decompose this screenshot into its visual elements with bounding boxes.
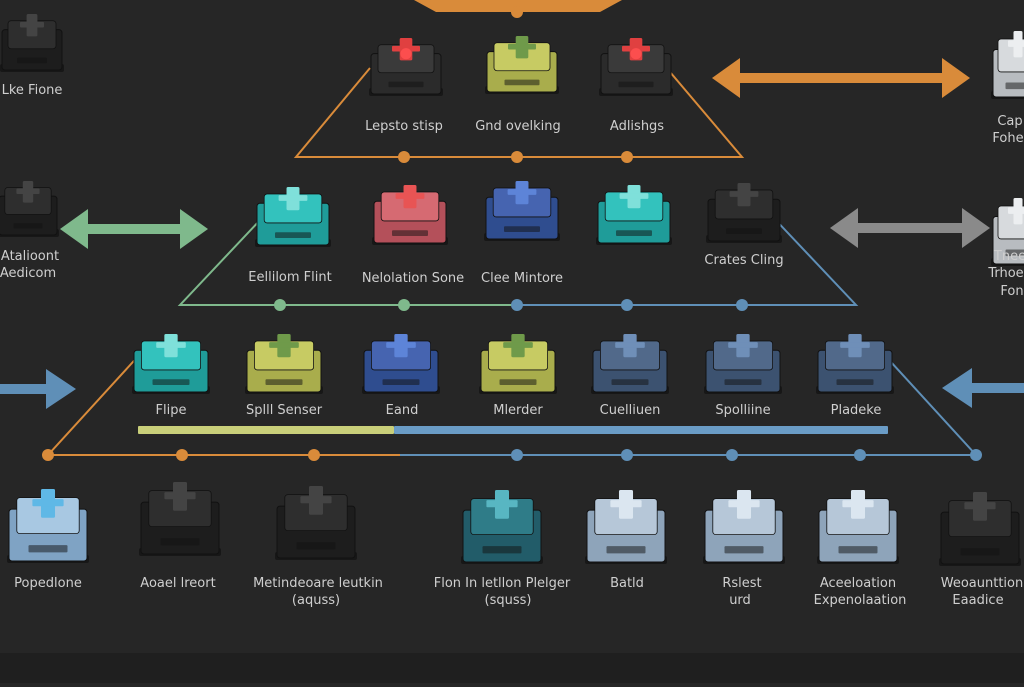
tier3-switch	[132, 334, 210, 394]
connector-node	[176, 449, 188, 461]
connector-node	[621, 151, 633, 163]
connector-node	[274, 299, 286, 311]
tier4-label: Popedlone	[14, 575, 82, 592]
tier4-switch	[703, 490, 785, 564]
tier4-label-sub: urd	[729, 592, 751, 609]
tier2-label: Clee Mintore	[481, 270, 563, 287]
connector-node	[970, 449, 982, 461]
bottom-strip	[0, 653, 1024, 683]
tier4-label: Flon In letllon Plelger	[434, 575, 571, 592]
tier4-label-sub: Eaadice	[952, 592, 1003, 609]
arrow-right-blue	[0, 369, 76, 409]
double-arrow-orange	[712, 58, 970, 98]
connector-node	[726, 449, 738, 461]
double-arrow-green	[60, 209, 208, 249]
tier4-label: Aceeloation	[820, 575, 896, 592]
switch-icons	[0, 14, 1024, 566]
connector-node	[398, 151, 410, 163]
tier4-switch	[461, 490, 543, 564]
split-bar-left	[138, 426, 394, 434]
edge-switch-left-top	[0, 14, 64, 72]
tier3-switch	[704, 334, 782, 394]
tier4-switch	[939, 492, 1021, 566]
connector-node	[854, 449, 866, 461]
edge-label-left-mid-2: Aedicom	[0, 265, 56, 282]
tier3-switch	[591, 334, 669, 394]
tier3-label: Cuelliuen	[600, 402, 661, 419]
connector-node	[308, 449, 320, 461]
tier3-label: Eand	[386, 402, 419, 419]
tier4-switch	[585, 490, 667, 564]
tier4-label-sub: Expenolaation	[814, 592, 907, 609]
tier4-label-sub: (squss)	[485, 592, 532, 609]
tier2-switch	[596, 185, 672, 245]
tier3-label: Spolliine	[715, 402, 770, 419]
tier4-switch	[275, 486, 357, 560]
connector-node	[398, 299, 410, 311]
tier4-label: Batld	[610, 575, 644, 592]
connector-node	[621, 299, 633, 311]
connector-node	[736, 299, 748, 311]
tier4-switch	[139, 482, 221, 556]
tier2-switch	[706, 183, 782, 243]
tier2-frame-right	[520, 214, 856, 305]
tier3-label: Splll Senser	[246, 402, 322, 419]
edge-label-right-mid-1: Tnee	[994, 248, 1024, 265]
edge-label-left-mid-1: Atalioont	[1, 248, 59, 265]
tier1-switch	[369, 38, 443, 96]
tier4-label: Aoael lreort	[140, 575, 215, 592]
tier1-switch	[485, 36, 559, 94]
tier3-switch	[245, 334, 323, 394]
tier1-switch	[599, 38, 673, 96]
tier4-label: Rslest	[722, 575, 761, 592]
connector-node	[511, 151, 523, 163]
split-bar-right	[394, 426, 888, 434]
tier4-label-sub: (aquss)	[292, 592, 340, 609]
edge-label-left-top: Lke Fione	[2, 82, 63, 99]
edge-label-right-top-2: Fohe	[992, 130, 1023, 147]
edge-switch-left-mid	[0, 181, 59, 237]
double-arrow-gray	[830, 208, 990, 248]
tier3-switch	[479, 334, 557, 394]
connector-node	[511, 6, 523, 18]
tier1-label: Lepsto stisp	[365, 118, 443, 135]
tier3-switch	[816, 334, 894, 394]
tier1-label: Gnd ovelking	[475, 118, 561, 135]
tier2-label: Nelolation Sone	[362, 270, 464, 287]
tier4-label: Weoaunttion	[941, 575, 1024, 592]
tier4-switch	[7, 489, 89, 563]
tier2-switch	[255, 187, 331, 247]
tier3-label: Pladeke	[831, 402, 882, 419]
tier3-label: Flipe	[156, 402, 187, 419]
tier3-switch	[362, 334, 440, 394]
tier2-switch	[484, 181, 560, 241]
connector-node	[621, 449, 633, 461]
connector-node	[511, 299, 523, 311]
tier2-frame-left	[180, 218, 520, 305]
connector-node	[42, 449, 54, 461]
tier3-frame-left	[48, 352, 400, 455]
tier1-label: Adlishgs	[610, 118, 664, 135]
edge-label-right-mid-3: Fon	[1000, 283, 1023, 300]
tier4-label: Metindeoare leutkin	[253, 575, 383, 592]
edge-label-right-mid-2: Trhoe	[988, 265, 1023, 282]
tier2-label: Eellilom Flint	[248, 269, 331, 286]
tier2-switch	[372, 185, 448, 245]
edge-label-right-top-1: Cap	[997, 113, 1022, 130]
connector-node	[511, 449, 523, 461]
tier2-label: Crates Cling	[704, 252, 783, 269]
edge-switch-right-top	[991, 31, 1024, 99]
tier4-switch	[817, 490, 899, 564]
tier3-label: Mlerder	[493, 402, 543, 419]
arrow-left-blue	[942, 368, 1024, 408]
